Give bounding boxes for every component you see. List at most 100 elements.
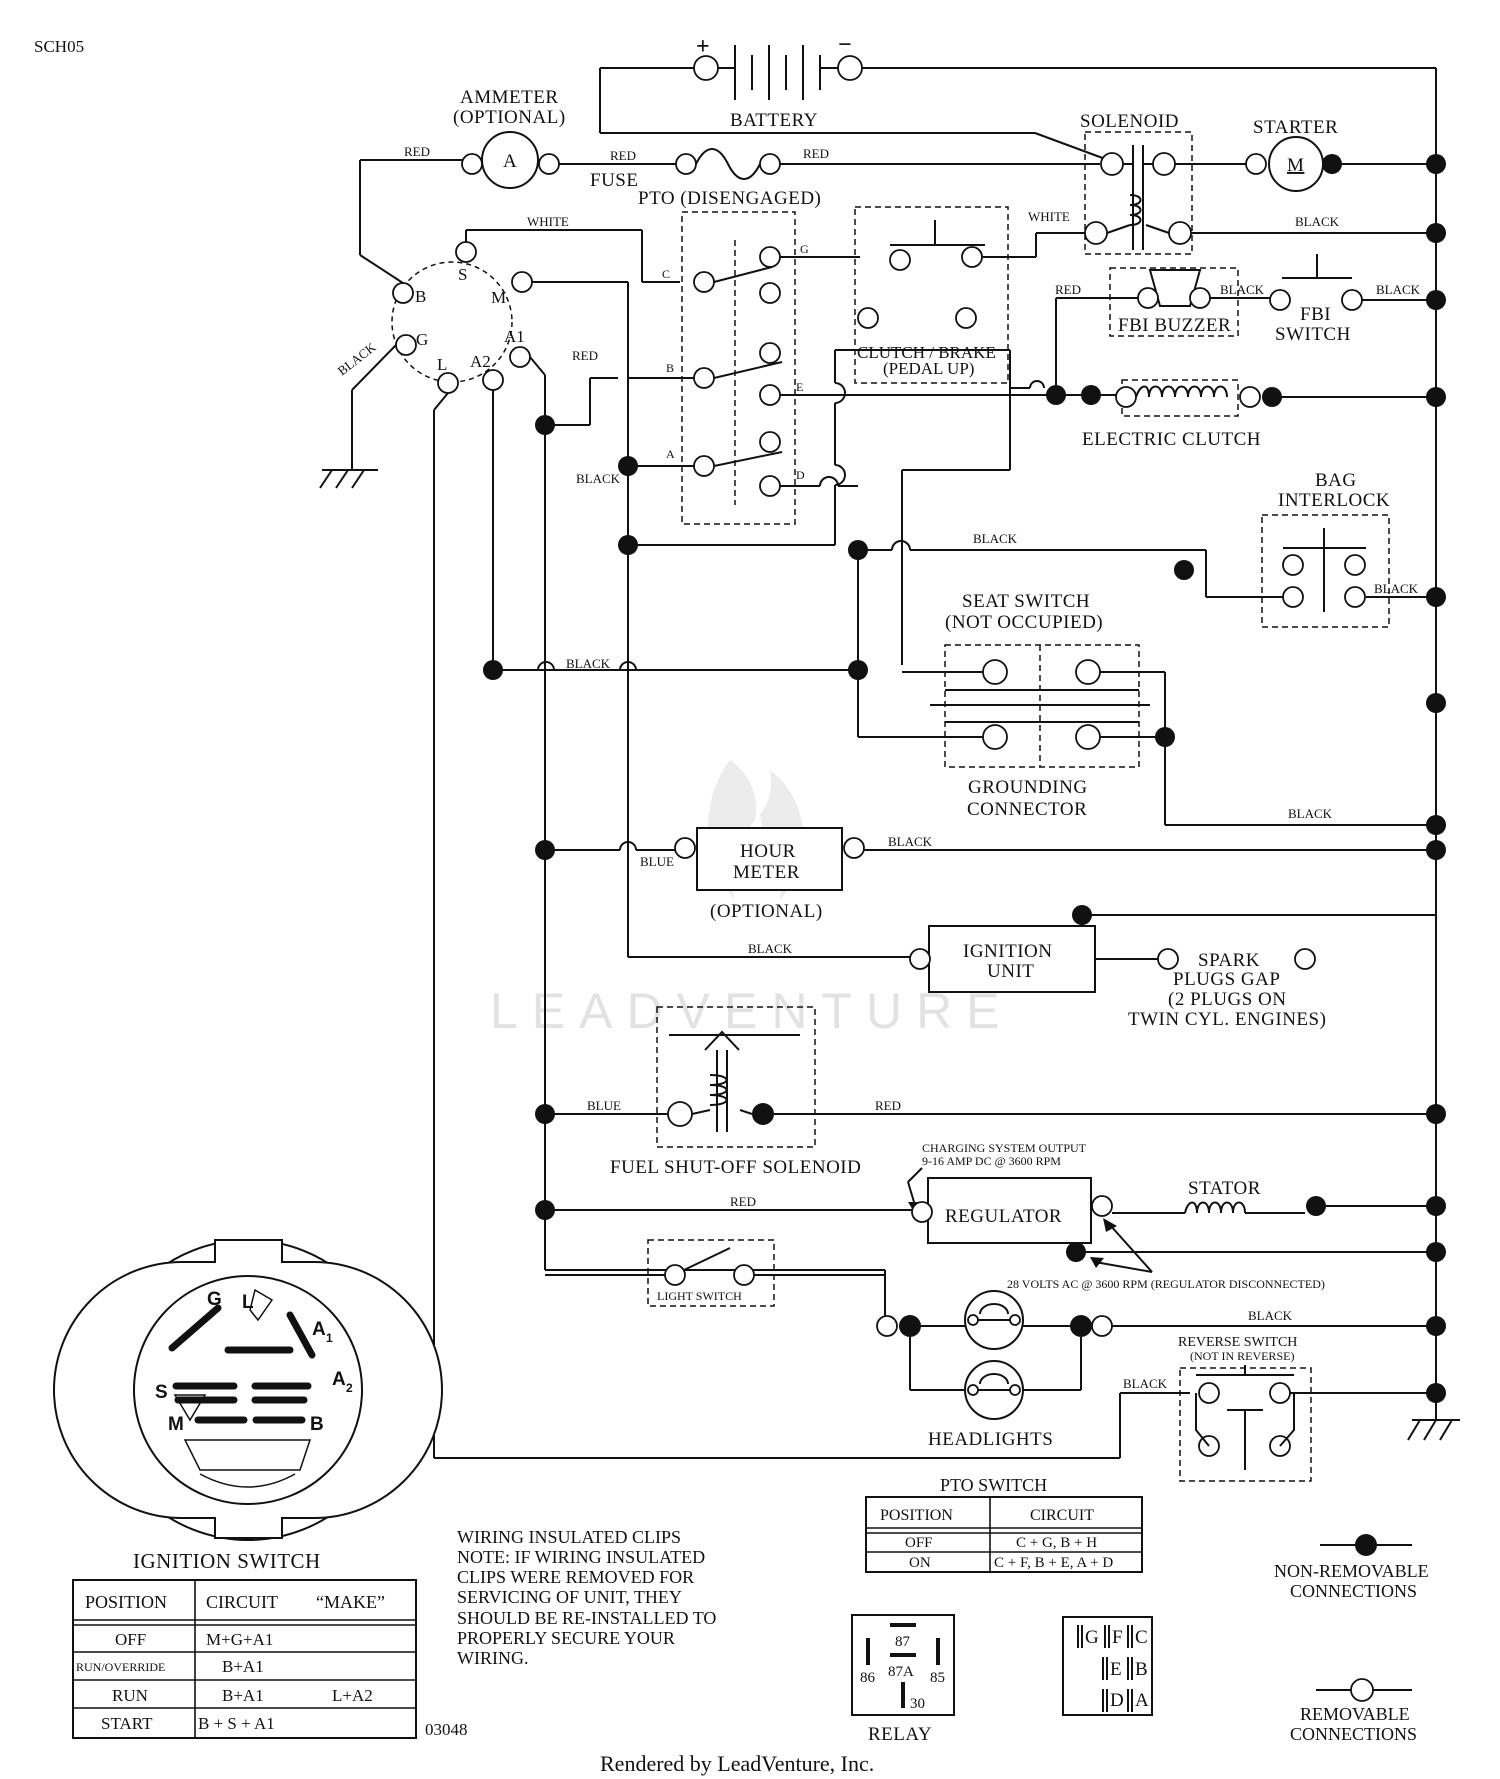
relay-pin-86: 86 xyxy=(860,1670,876,1686)
wire-black-ground-conn: BLACK xyxy=(1288,806,1333,821)
spark-l4: TWIN CYL. ENGINES) xyxy=(1128,1009,1326,1030)
pto-row0-pos: OFF xyxy=(905,1535,933,1551)
wire-red-regulator: RED xyxy=(730,1194,756,1209)
wire-black-hour: BLACK xyxy=(888,834,933,849)
grounding-label2: CONNECTOR xyxy=(967,799,1087,820)
wire-red-pto: RED xyxy=(572,348,598,363)
ign-row3-circ: B + S + A1 xyxy=(198,1714,275,1733)
pto-conn-B: B xyxy=(1135,1659,1148,1680)
relay: 87 87A 86 85 30 RELAY xyxy=(851,1614,955,1745)
footer-credit: Rendered by LeadVenture, Inc. xyxy=(600,1751,874,1776)
legend-removable-dot xyxy=(1350,1678,1374,1702)
pto-conn-C: C xyxy=(1135,1627,1148,1648)
wire-red-fbi: RED xyxy=(1055,282,1081,297)
ign-row0-circ: M+G+A1 xyxy=(206,1630,273,1649)
pto-conn-G: G xyxy=(1085,1627,1099,1648)
legend-removable-2: CONNECTIONS xyxy=(1290,1724,1417,1744)
wire-black-fbi-right: BLACK xyxy=(1376,282,1421,297)
pto-term-G: G xyxy=(800,242,809,256)
relay-pin-30: 30 xyxy=(910,1696,925,1712)
ign-face-G: G xyxy=(207,1289,222,1310)
ign-row1-circ: B+A1 xyxy=(222,1657,264,1676)
wire-black-ignition: BLACK xyxy=(748,941,793,956)
pto-conn-E: E xyxy=(1110,1659,1122,1680)
headlights-label: HEADLIGHTS xyxy=(928,1429,1053,1450)
wire-white-ign: WHITE xyxy=(527,214,569,229)
clutch-brake-label: CLUTCH / BRAKE xyxy=(857,343,996,362)
ign-row0-pos: OFF xyxy=(115,1630,146,1649)
note-line-3: SERVICING OF UNIT, THEY xyxy=(457,1587,682,1607)
pto-term-B: B xyxy=(666,361,674,375)
electric-clutch-label: ELECTRIC CLUTCH xyxy=(1082,429,1261,450)
ign-face-B: B xyxy=(310,1414,324,1435)
legend-non-removable-2: CONNECTIONS xyxy=(1290,1581,1417,1601)
pto-label: PTO (DISENGAGED) xyxy=(638,188,821,209)
wiring-notes: WIRING INSULATED CLIPS NOTE: IF WIRING I… xyxy=(457,1527,716,1668)
hour-meter: HOUR METER (OPTIONAL) BLUE BLACK xyxy=(545,827,1436,922)
ign-face-L: L xyxy=(242,1292,254,1313)
ign-term-L: L xyxy=(437,355,447,374)
ign-term-M: M xyxy=(491,288,506,307)
pto-row1-pos: ON xyxy=(909,1555,931,1571)
ign-term-S: S xyxy=(458,265,467,284)
battery-plus: + xyxy=(696,34,710,60)
spark-l3: (2 PLUGS ON xyxy=(1168,989,1286,1010)
note-line-5: PROPERLY SECURE YOUR xyxy=(457,1628,675,1648)
ign-term-B: B xyxy=(415,287,426,306)
bag-interlock: BAG INTERLOCK BLACK BLACK xyxy=(858,470,1436,628)
fbi-buzzer-label: FBI BUZZER xyxy=(1118,315,1231,336)
ignition-table-title: IGNITION SWITCH xyxy=(133,1549,321,1573)
pto-switch-table: PTO SWITCH POSITION CIRCUIT OFF C + G, B… xyxy=(865,1475,1143,1573)
pto-row1-circ: C + F, B + E, A + D xyxy=(994,1555,1113,1571)
relay-pin-85: 85 xyxy=(930,1670,945,1686)
seat-switch: SEAT SWITCH (NOT OCCUPIED) BLACK GROUNDI… xyxy=(858,591,1436,826)
pto-conn-A: A xyxy=(1135,1690,1149,1711)
solenoid: SOLENOID BLACK WHITE xyxy=(1028,111,1436,255)
relay-pin-87a: 87A xyxy=(888,1664,914,1680)
bag-interlock-label2: INTERLOCK xyxy=(1278,490,1390,511)
watermark: LEADVENTURE xyxy=(490,760,1000,1039)
pto-conn-D: D xyxy=(1110,1690,1124,1711)
spark-l2: PLUGS GAP xyxy=(1173,969,1280,990)
ign-hdr-make: “MAKE” xyxy=(316,1592,385,1612)
ign-row1-pos: RUN/OVERRIDE xyxy=(76,1660,165,1674)
relay-pin-87: 87 xyxy=(895,1634,911,1650)
pto-hdr-position: POSITION xyxy=(880,1507,953,1524)
wire-black-headlights: BLACK xyxy=(1248,1308,1293,1323)
starter-label: STARTER xyxy=(1253,117,1338,138)
ammeter-sublabel: (OPTIONAL) xyxy=(453,107,566,128)
pto-term-C: C xyxy=(662,267,670,281)
ignition-unit: IGNITION UNIT BLACK SPARK PLUGS GAP (2 P… xyxy=(748,914,1436,1030)
starter: STARTER M xyxy=(1175,117,1436,192)
ign-term-A2: A2 xyxy=(470,352,491,371)
pto-term-A: A xyxy=(666,447,675,461)
ign-term-A1: A1 xyxy=(504,327,525,346)
battery-label: BATTERY xyxy=(730,110,818,131)
hour-meter-label: HOUR xyxy=(740,841,796,862)
regulator-label: REGULATOR xyxy=(945,1206,1062,1227)
light-switch-label: LIGHT SWITCH xyxy=(657,1289,742,1303)
legend-non-removable-1: NON-REMOVABLE xyxy=(1274,1561,1429,1581)
charging-l2: 9-16 AMP DC @ 3600 RPM xyxy=(922,1154,1061,1168)
ign-face-A1: A xyxy=(312,1319,326,1340)
headlights: BLACK HEADLIGHTS xyxy=(876,1290,1436,1450)
ac-note: 28 VOLTS AC @ 3600 RPM (REGULATOR DISCON… xyxy=(1007,1277,1325,1291)
battery: + − BATTERY xyxy=(693,32,863,131)
ign-term-G: G xyxy=(416,330,428,349)
note-line-1: NOTE: IF WIRING INSULATED xyxy=(457,1547,705,1567)
pto-term-E: E xyxy=(796,380,803,394)
ign-row3-pos: START xyxy=(101,1714,153,1733)
wire-red-fuel: RED xyxy=(875,1098,901,1113)
ignition-unit-label: IGNITION xyxy=(963,941,1052,962)
wire-blue-hour: BLUE xyxy=(640,854,674,869)
solenoid-label: SOLENOID xyxy=(1080,111,1179,132)
seat-switch-label: SEAT SWITCH xyxy=(962,591,1090,612)
wire-black-ground: BLACK xyxy=(335,339,379,378)
ign-hdr-circuit: CIRCUIT xyxy=(206,1592,278,1612)
doc-code: SCH05 xyxy=(34,37,84,56)
pto-hdr-circuit: CIRCUIT xyxy=(1030,1507,1094,1524)
wire-black-670: BLACK xyxy=(537,545,859,737)
pto-term-D: D xyxy=(796,468,805,482)
fbi-switch: FBI SWITCH BLACK xyxy=(1269,254,1436,345)
wire-black-bag-left: BLACK xyxy=(973,531,1018,546)
